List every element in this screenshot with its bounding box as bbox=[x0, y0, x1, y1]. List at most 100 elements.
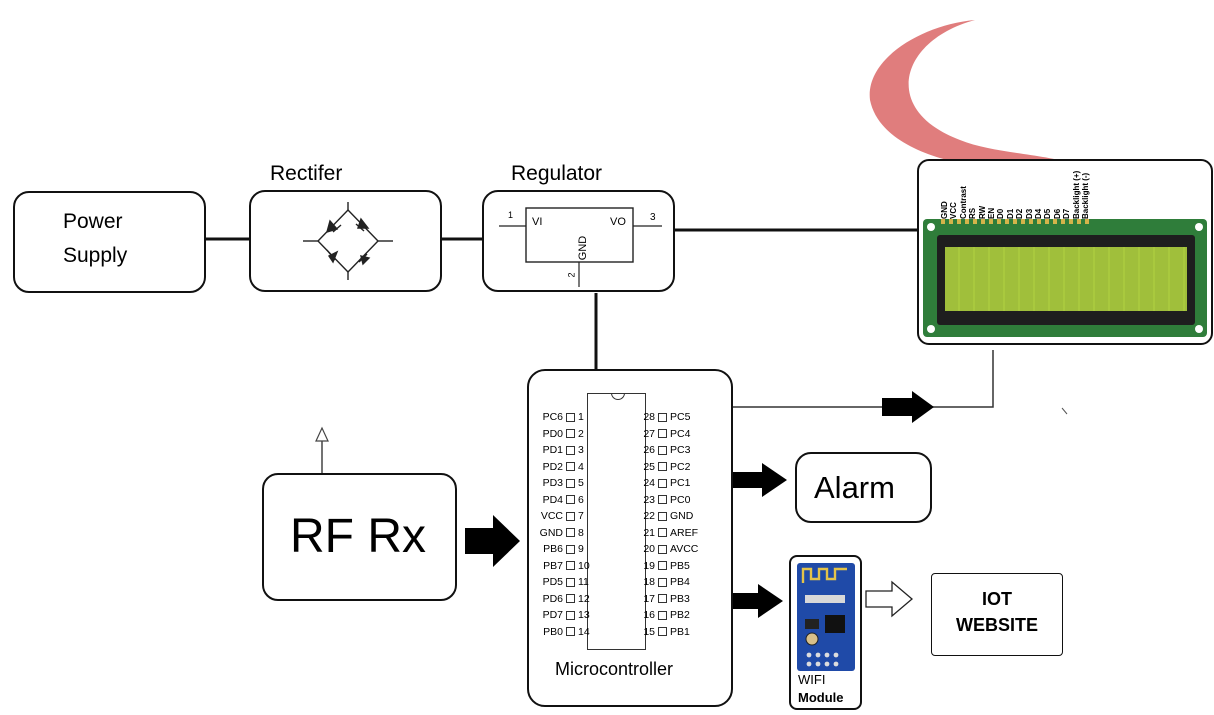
mcu-pin-pad bbox=[658, 627, 667, 637]
mcu-pin-pad bbox=[566, 445, 575, 455]
lcd-pin-label: Backlight (-) bbox=[1081, 172, 1090, 219]
wifi-module-block: WIFI Module bbox=[789, 555, 862, 710]
mcu-pin-pad bbox=[566, 511, 575, 521]
regulator-pin-ground: 2 bbox=[566, 272, 577, 278]
rectifier-title: Rectifer bbox=[270, 162, 343, 185]
mcu-pin-number: 24 bbox=[643, 477, 655, 489]
rectifier-block bbox=[249, 190, 442, 292]
mcu-pin-number: 16 bbox=[643, 609, 655, 621]
lcd-mount-hole bbox=[1195, 325, 1203, 333]
mcu-pin-name: VCC bbox=[540, 510, 563, 522]
lcd-pin-label: D3 bbox=[1024, 208, 1034, 219]
mcu-pin-pad bbox=[566, 610, 575, 620]
mcu-pin-number: 2 bbox=[578, 427, 584, 440]
mcu-pin-pad bbox=[658, 610, 667, 620]
mcu-pin-number: 22 bbox=[643, 510, 655, 522]
mcu-pin-pad bbox=[658, 528, 667, 538]
mcu-pin-pad bbox=[566, 495, 575, 505]
regulator-title: Regulator bbox=[511, 162, 603, 185]
mcu-pin-name: PD3 bbox=[542, 477, 563, 489]
lcd-mount-hole bbox=[927, 223, 935, 231]
mcu-pin-number: 21 bbox=[643, 526, 655, 539]
regulator-pin-out: 3 bbox=[650, 212, 656, 223]
wifi-module-label: Module bbox=[798, 690, 844, 705]
mcu-pin-pad bbox=[658, 594, 667, 604]
mcu-pin-number: 27 bbox=[643, 427, 655, 440]
mcu-pin-number: 17 bbox=[643, 592, 655, 605]
mcu-pin-pad bbox=[566, 627, 575, 637]
lcd-pin-label: D0 bbox=[996, 208, 1006, 219]
mcu-pin-pad bbox=[566, 544, 575, 554]
arrow-wifi-iot bbox=[865, 580, 914, 618]
mcu-pin-pad bbox=[658, 478, 667, 488]
mcu-pin-pad bbox=[658, 511, 667, 521]
regulator-pin-vo: VO bbox=[610, 216, 626, 228]
mcu-pin: 18 PB4 bbox=[641, 576, 690, 588]
lcd-pin-label: D6 bbox=[1052, 208, 1062, 219]
mcu-pin-name: PB1 bbox=[670, 625, 690, 638]
mcu-pin-number: 8 bbox=[578, 526, 584, 539]
regulator-block: VI VO GND 1 3 2 bbox=[482, 190, 675, 292]
mcu-pin-name: PD2 bbox=[542, 460, 563, 473]
lcd-pin-label: GND bbox=[940, 201, 949, 219]
regulator-pin-in: 1 bbox=[508, 210, 514, 220]
microcontroller-label: Microcontroller bbox=[555, 659, 674, 679]
mcu-pin: GND 8 bbox=[537, 527, 584, 539]
mcu-pin-pad bbox=[566, 577, 575, 587]
mcu-pin-pad bbox=[566, 412, 575, 422]
mcu-pin-name: PD1 bbox=[542, 444, 563, 456]
lcd-pin-label: D2 bbox=[1015, 208, 1025, 219]
mcu-pin-pad bbox=[566, 478, 575, 488]
mcu-pin-pad bbox=[658, 495, 667, 505]
lcd-pin-label: EN bbox=[987, 207, 996, 219]
mcu-pin-pad bbox=[566, 594, 575, 604]
mcu-pin-pad bbox=[658, 561, 667, 571]
mcu-pin-name: PD5 bbox=[542, 576, 563, 588]
mcu-pin-name: PD0 bbox=[542, 427, 563, 440]
mcu-pin-name: PB0 bbox=[543, 625, 563, 638]
power-supply-block: Power Supply bbox=[13, 191, 206, 293]
mcu-pin-name: AREF bbox=[670, 526, 699, 539]
mcu-pin-number: 20 bbox=[643, 543, 655, 555]
mcu-pin-number: 19 bbox=[643, 559, 655, 572]
lcd-pin-label: Contrast bbox=[958, 186, 968, 219]
lcd-mount-hole bbox=[927, 325, 935, 333]
arrow-mcu-lcd bbox=[882, 391, 934, 423]
wifi-label: WIFI bbox=[798, 672, 826, 687]
lcd-header-pins bbox=[941, 219, 1091, 224]
lcd-pin-label: D7 bbox=[1062, 208, 1072, 219]
mcu-pin-pad bbox=[658, 462, 667, 472]
mcu-pin-name: PB4 bbox=[670, 576, 690, 588]
iot-website-block: IOT WEBSITE bbox=[931, 573, 1063, 656]
mcu-pin-number: 18 bbox=[643, 576, 655, 588]
alarm-label: Alarm bbox=[814, 470, 895, 505]
mcu-pin-pad bbox=[658, 429, 667, 439]
arrow-mcu-wifi bbox=[733, 584, 783, 618]
lcd-pin-label: D1 bbox=[1005, 208, 1015, 219]
mcu-pin-number: 13 bbox=[578, 609, 590, 621]
rf-antenna-tip bbox=[315, 426, 329, 442]
mcu-pin-name: GND bbox=[539, 526, 563, 539]
mcu-pin-number: 26 bbox=[643, 444, 655, 456]
mcu-pin-pad bbox=[658, 412, 667, 422]
regulator-pin-gnd: GND bbox=[577, 235, 590, 261]
mcu-pin-number: 23 bbox=[643, 493, 655, 506]
lcd-screen bbox=[945, 247, 1187, 311]
